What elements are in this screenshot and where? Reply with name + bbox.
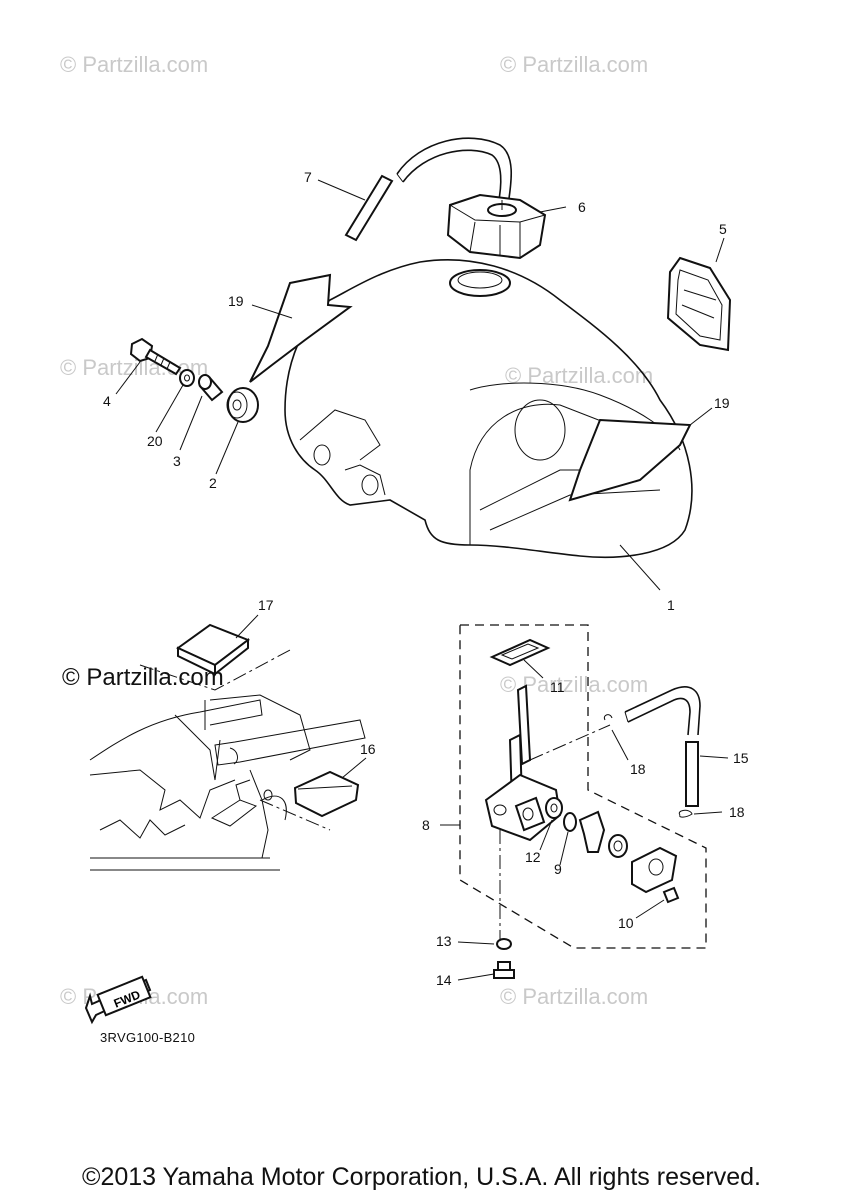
callout-20: 20 bbox=[147, 433, 163, 449]
pad-17 bbox=[176, 623, 251, 677]
diagram-code: 3RVG100-B210 bbox=[100, 1030, 196, 1045]
breather-hose bbox=[396, 137, 513, 206]
callout-17: 17 bbox=[258, 597, 274, 613]
fuel-cock-assembly-8 bbox=[440, 624, 707, 979]
callout-9: 9 bbox=[554, 861, 562, 877]
gasket-11 bbox=[489, 638, 551, 667]
callout-2: 2 bbox=[209, 475, 217, 491]
watermark: © Partzilla.com bbox=[505, 363, 653, 388]
watermark: © Partzilla.com bbox=[500, 52, 648, 77]
pad-16 bbox=[293, 770, 360, 818]
callout-7: 7 bbox=[304, 169, 312, 185]
watermark-large: © Partzilla.com bbox=[62, 664, 224, 691]
fuel-tank-1 bbox=[284, 259, 693, 559]
watermark: © Partzilla.com bbox=[500, 984, 648, 1009]
collar-3 bbox=[198, 374, 224, 402]
callout-14: 14 bbox=[436, 972, 452, 988]
washer-20 bbox=[179, 369, 195, 387]
damper-19-left bbox=[249, 273, 353, 383]
fuel-cap-6 bbox=[446, 193, 547, 260]
o-ring-9 bbox=[563, 812, 577, 832]
callout-18: 18 bbox=[630, 761, 646, 777]
frame-detail bbox=[89, 649, 366, 871]
callout-18: 18 bbox=[729, 804, 745, 820]
leader-lines-left bbox=[235, 614, 367, 779]
callout-15: 15 bbox=[733, 750, 749, 766]
copyright-notice: ©2013 Yamaha Motor Corporation, U.S.A. A… bbox=[82, 1163, 761, 1191]
callout-10: 10 bbox=[618, 915, 634, 931]
leader-lines-right bbox=[457, 659, 729, 981]
clip-18 bbox=[603, 714, 693, 818]
leader-lines bbox=[115, 179, 725, 591]
callout-1: 1 bbox=[667, 597, 675, 613]
washer-13 bbox=[496, 938, 512, 950]
callout-6: 6 bbox=[578, 199, 586, 215]
callout-13: 13 bbox=[436, 933, 452, 949]
grommet-2 bbox=[226, 387, 259, 423]
callout-12: 12 bbox=[525, 849, 541, 865]
callout-8: 8 bbox=[422, 817, 430, 833]
callout-5: 5 bbox=[719, 221, 727, 237]
washer-12 bbox=[545, 797, 563, 819]
callout-4: 4 bbox=[103, 393, 111, 409]
drain-screw-14 bbox=[493, 961, 515, 979]
plate-5 bbox=[666, 256, 732, 352]
hose-piece-7 bbox=[344, 174, 394, 242]
damper-19-right bbox=[568, 418, 692, 502]
callout-11: 11 bbox=[550, 679, 565, 695]
fuel-hose-15 bbox=[624, 686, 701, 807]
callout-16: 16 bbox=[360, 741, 376, 757]
watermark: © Partzilla.com bbox=[60, 52, 208, 77]
bolt-4 bbox=[129, 337, 182, 376]
callout-19: 19 bbox=[228, 293, 244, 309]
screw-10 bbox=[662, 886, 680, 904]
callout-3: 3 bbox=[173, 453, 181, 469]
callout-19: 19 bbox=[714, 395, 730, 411]
